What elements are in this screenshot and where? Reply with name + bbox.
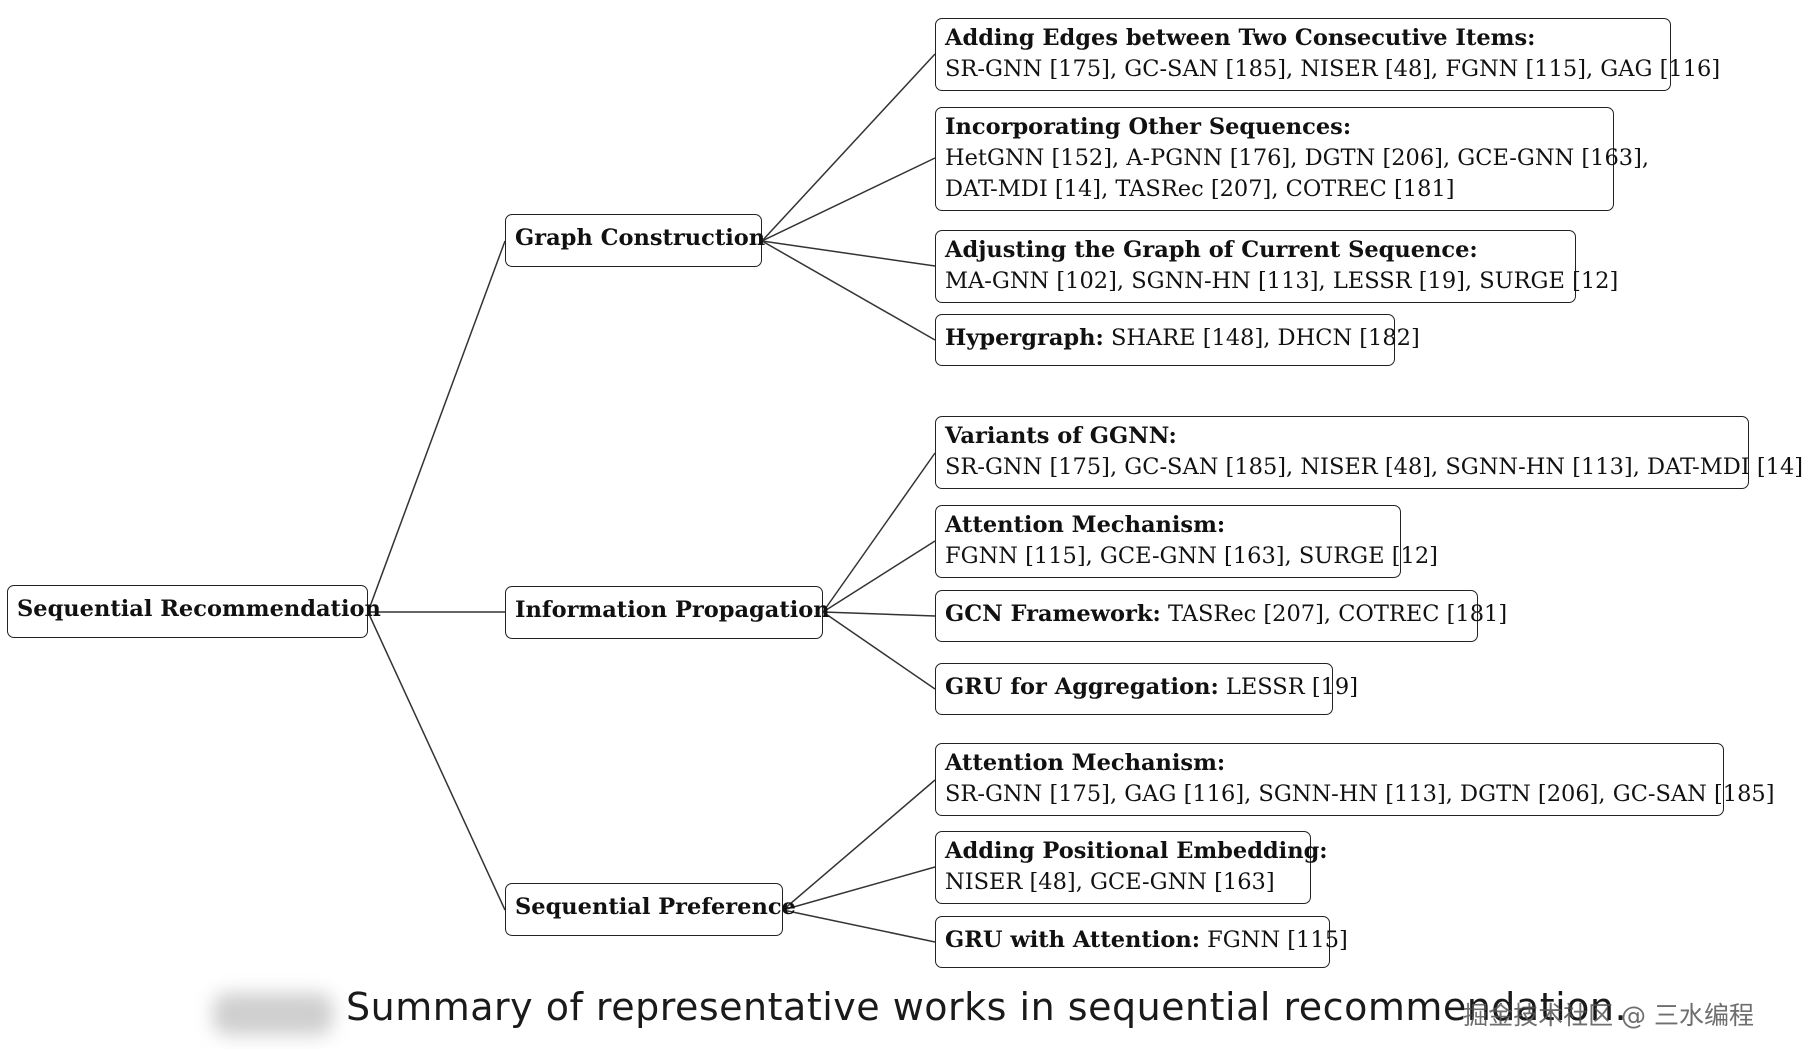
leaf-title: Variants of GGNN: xyxy=(945,423,1177,449)
leaf-title: Adjusting the Graph of Current Sequence: xyxy=(945,237,1478,263)
leaf-refs: SHARE [148], DHCN [182] xyxy=(1110,325,1420,351)
edge-sp-leaf-3 xyxy=(782,909,936,943)
edge-gc-leaf-4 xyxy=(761,240,936,341)
leaf-refs: SR-GNN [175], GC-SAN [185], NISER [48], … xyxy=(945,454,1803,480)
blurred-figure-number xyxy=(213,993,333,1035)
leaf-title: Attention Mechanism: xyxy=(945,750,1226,776)
leaf-title: GRU with Attention: xyxy=(945,927,1201,953)
leaf-adding-positional-embedding: Adding Positional Embedding: NISER [48],… xyxy=(935,831,1328,904)
root-node: Sequential Recommendation xyxy=(7,585,381,638)
edge-ip-leaf-3 xyxy=(822,611,936,617)
edge-ip-leaf-1 xyxy=(822,452,936,613)
leaf-attention-mechanism-sp: Attention Mechanism: SR-GNN [175], GAG [… xyxy=(935,743,1775,816)
leaf-hypergraph: Hypergraph: SHARE [148], DHCN [182] xyxy=(935,314,1420,366)
leaf-refs: SR-GNN [175], GAG [116], SGNN-HN [113], … xyxy=(945,781,1775,807)
edge-root-graph-construction xyxy=(367,240,506,613)
edge-sp-leaf-2 xyxy=(782,866,936,911)
branch-graph-construction: Graph Construction xyxy=(505,214,765,267)
leaf-variants-of-ggnn: Variants of GGNN: SR-GNN [175], GC-SAN [… xyxy=(935,416,1803,489)
leaf-refs-line-2: DAT-MDI [14], TASRec [207], COTREC [181] xyxy=(945,176,1455,202)
leaf-refs: TASRec [207], COTREC [181] xyxy=(1167,601,1508,627)
watermark: 掘金技术社区 @ 三水编程 xyxy=(1463,1001,1754,1030)
leaf-title: Adding Positional Embedding: xyxy=(945,838,1328,864)
edge-ip-leaf-2 xyxy=(822,540,936,613)
leaf-title: Attention Mechanism: xyxy=(945,512,1226,538)
leaf-title: GRU for Aggregation: xyxy=(945,674,1219,700)
branch-information-propagation: Information Propagation xyxy=(505,586,830,639)
leaf-title: GCN Framework: xyxy=(945,601,1161,627)
leaf-gcn-framework: GCN Framework: TASRec [207], COTREC [181… xyxy=(935,590,1507,642)
leaf-title: Incorporating Other Sequences: xyxy=(945,114,1352,140)
edge-ip-leaf-4 xyxy=(822,611,936,690)
leaf-refs: NISER [48], GCE-GNN [163] xyxy=(945,869,1275,895)
figure-caption: Summary of representative works in seque… xyxy=(346,985,1628,1029)
edge-gc-leaf-3 xyxy=(761,240,936,267)
leaf-attention-mechanism-ip: Attention Mechanism: FGNN [115], GCE-GNN… xyxy=(935,505,1438,578)
leaf-refs: SR-GNN [175], GC-SAN [185], NISER [48], … xyxy=(945,56,1721,82)
leaf-adjusting-graph: Adjusting the Graph of Current Sequence:… xyxy=(935,230,1619,303)
leaf-title: Adding Edges between Two Consecutive Ite… xyxy=(945,25,1536,51)
leaf-refs: FGNN [115] xyxy=(1207,927,1348,953)
leaf-adding-edges: Adding Edges between Two Consecutive Ite… xyxy=(935,18,1721,91)
leaf-gru-for-aggregation: GRU for Aggregation: LESSR [19] xyxy=(935,663,1358,715)
branch-sequential-preference: Sequential Preference xyxy=(505,883,796,936)
leaf-title: Hypergraph: xyxy=(945,325,1104,351)
leaf-refs: LESSR [19] xyxy=(1225,674,1358,700)
leaf-refs: HetGNN [152], A-PGNN [176], DGTN [206], … xyxy=(945,145,1650,171)
leaf-refs: FGNN [115], GCE-GNN [163], SURGE [12] xyxy=(945,543,1438,569)
leaf-incorporating-other-sequences: Incorporating Other Sequences: HetGNN [1… xyxy=(935,107,1650,211)
edge-gc-leaf-2 xyxy=(761,157,936,242)
edge-root-sequential-preference xyxy=(367,611,506,911)
leaf-gru-with-attention: GRU with Attention: FGNN [115] xyxy=(935,916,1348,968)
edge-gc-leaf-1 xyxy=(761,53,936,242)
edge-sp-leaf-1 xyxy=(782,779,936,911)
leaf-refs: MA-GNN [102], SGNN-HN [113], LESSR [19],… xyxy=(945,268,1619,294)
